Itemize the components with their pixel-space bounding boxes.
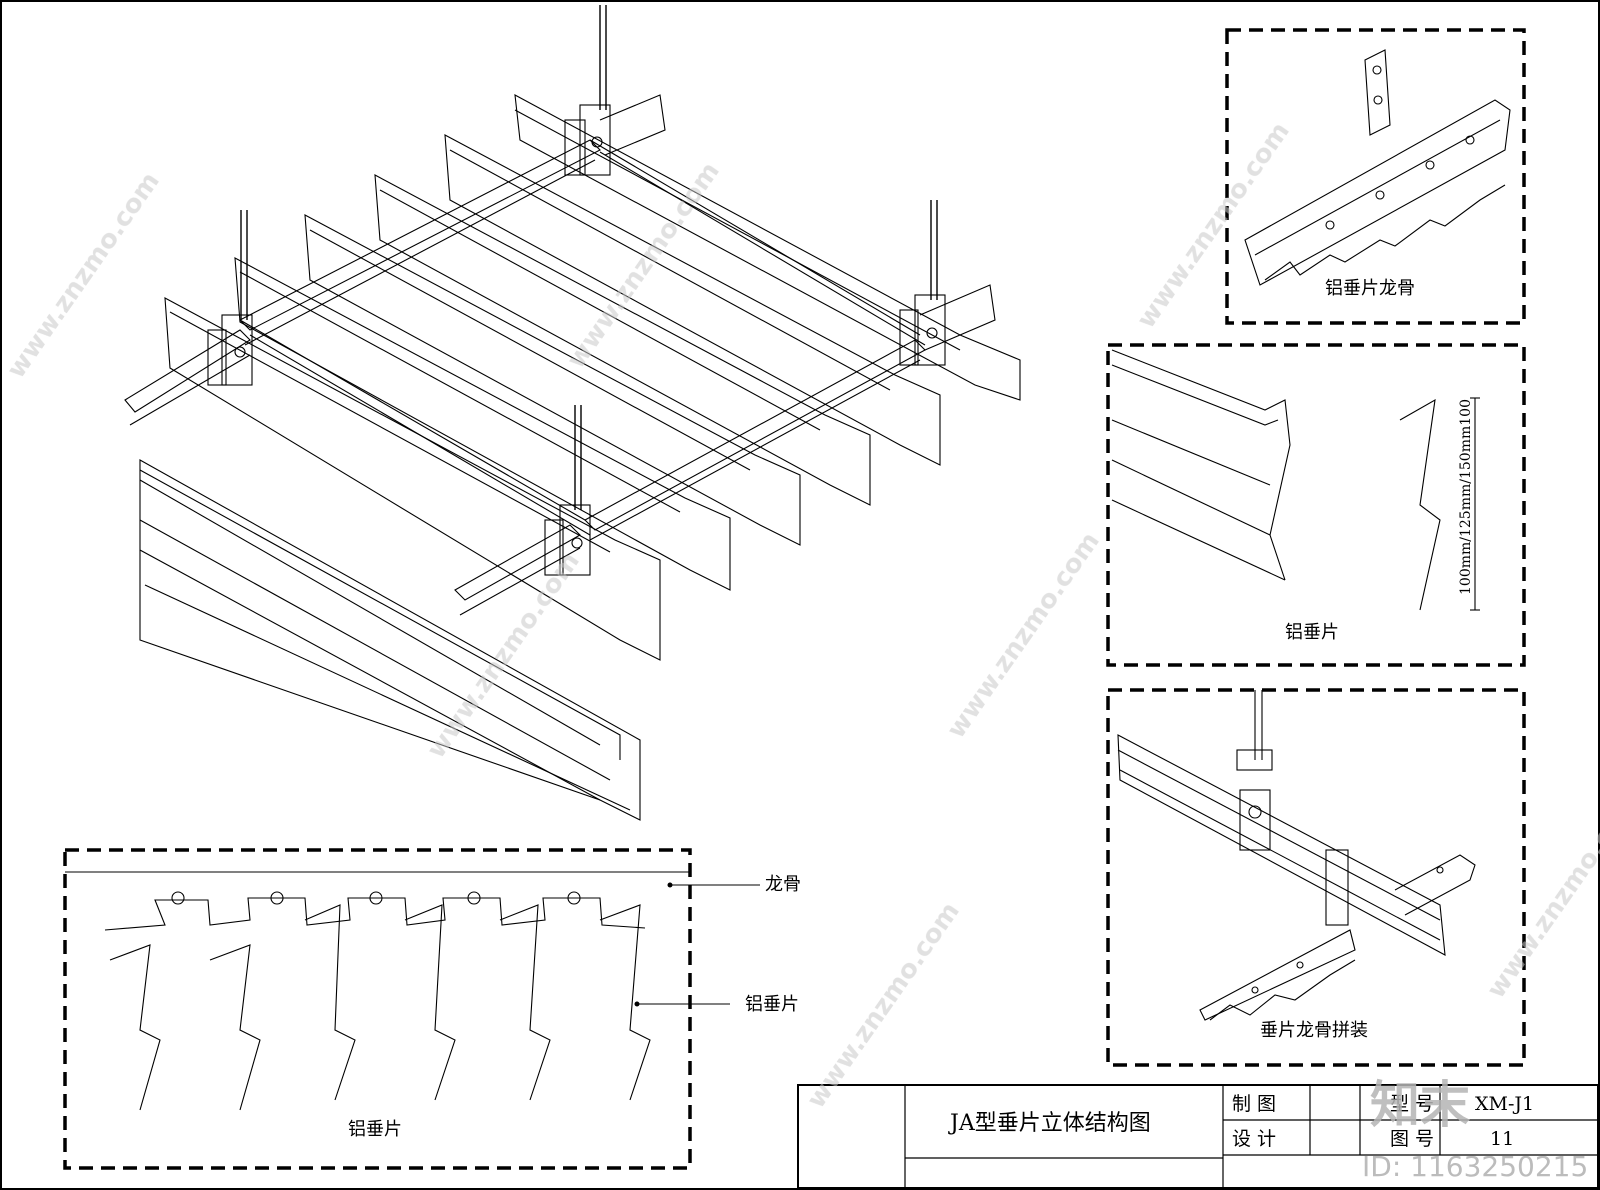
watermark-brand: 知末 [1370,1076,1470,1134]
blade-profile-3 [304,904,356,1101]
watermark-site-2: www.znzmo.com [561,157,726,374]
blade-profile-4 [404,904,456,1101]
keel-profile [104,897,646,931]
blade-slats [139,94,1021,821]
title-block [797,1084,1599,1189]
detail-assembly-caption: 垂片龙骨拼装 [1260,1020,1368,1041]
section-blade-label: 铝垂片 [745,994,799,1015]
watermark-site-4: www.znzmo.com [941,527,1106,744]
drawing-title: JA型垂片立体结构图 [948,1111,1151,1136]
detail-keel-frame [1225,28,1526,325]
watermark-site-5: www.znzmo.com [801,897,966,1114]
blade-profile-6 [599,904,651,1101]
drawing-no-value: 11 [1490,1128,1514,1150]
detail-blade-caption: 铝垂片 [1285,622,1339,643]
detail-blade-dimension: 100mm/125mm/150mm100 [1458,399,1474,595]
watermark-site-3: www.znzmo.com [421,547,586,764]
blade-profile-5 [499,904,551,1101]
detail-assembly-frame [1106,688,1526,1067]
watermark-site-1: www.znzmo.com [1,167,166,384]
detail-keel-caption: 铝垂片龙骨 [1325,278,1415,299]
hanger-rods [240,5,938,510]
detail-assembly: 垂片龙骨拼装 [1106,688,1526,1067]
model-value: XM-J1 [1475,1093,1534,1115]
model-label: 型 号 [1390,1093,1434,1115]
design-label: 设 计 [1232,1128,1276,1150]
keel-rails [124,94,996,616]
isometric-ceiling-assembly [124,5,1021,821]
detail-blade: 100mm/125mm/150mm100 铝垂片 [1106,343,1526,667]
section-caption: 铝垂片 [348,1119,402,1140]
detail-keel: 铝垂片龙骨 [1225,28,1526,325]
section-keel-label: 龙骨 [765,874,801,895]
blade-profile-2 [209,944,261,1111]
section-detail: 龙骨 铝垂片 铝垂片 [63,848,801,1170]
watermark-id: ID: 1163250215 [1362,1150,1588,1183]
blade-profile-1 [109,944,161,1111]
section-detail-frame [63,848,692,1170]
detail-blade-frame [1106,343,1526,667]
drawing-no-label: 图 号 [1390,1128,1434,1150]
drawn-label: 制 图 [1232,1093,1276,1115]
hanger-brackets [207,104,946,576]
watermark-site-7: www.znzmo.com [1481,787,1600,1004]
